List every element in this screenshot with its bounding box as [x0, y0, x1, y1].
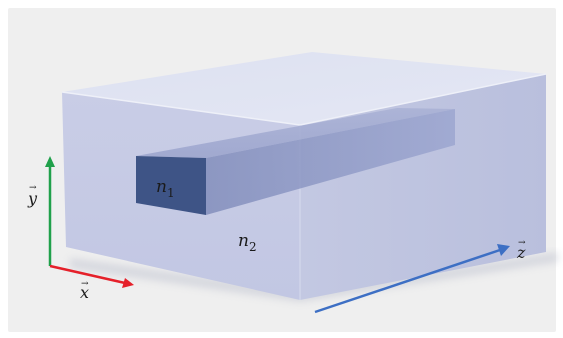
- x-axis-label-accent: →: [81, 279, 89, 289]
- z-axis-arrowhead: [497, 244, 510, 256]
- core-index-subscript: 1: [167, 186, 175, 200]
- cladding-index-label: n2: [238, 231, 257, 254]
- z-axis-label: z: [516, 243, 526, 262]
- core-front-face: [136, 156, 206, 215]
- x-axis-arrowhead: [122, 278, 134, 288]
- x-axis-arrow: [49, 264, 126, 285]
- z-axis-arrow: [314, 248, 501, 314]
- x-axis-label: x: [80, 283, 89, 302]
- core-top-face: [136, 108, 455, 158]
- cladding-index-subscript: 2: [249, 240, 257, 254]
- slab-top-face: [62, 52, 546, 125]
- y-axis-arrowhead: [45, 156, 55, 167]
- y-axis-label: y: [27, 189, 38, 208]
- y-axis-label-accent: →: [29, 183, 37, 193]
- core-side-face: [206, 109, 455, 215]
- core-index-label: n1: [156, 177, 175, 200]
- z-axis-label-accent: →: [518, 238, 526, 248]
